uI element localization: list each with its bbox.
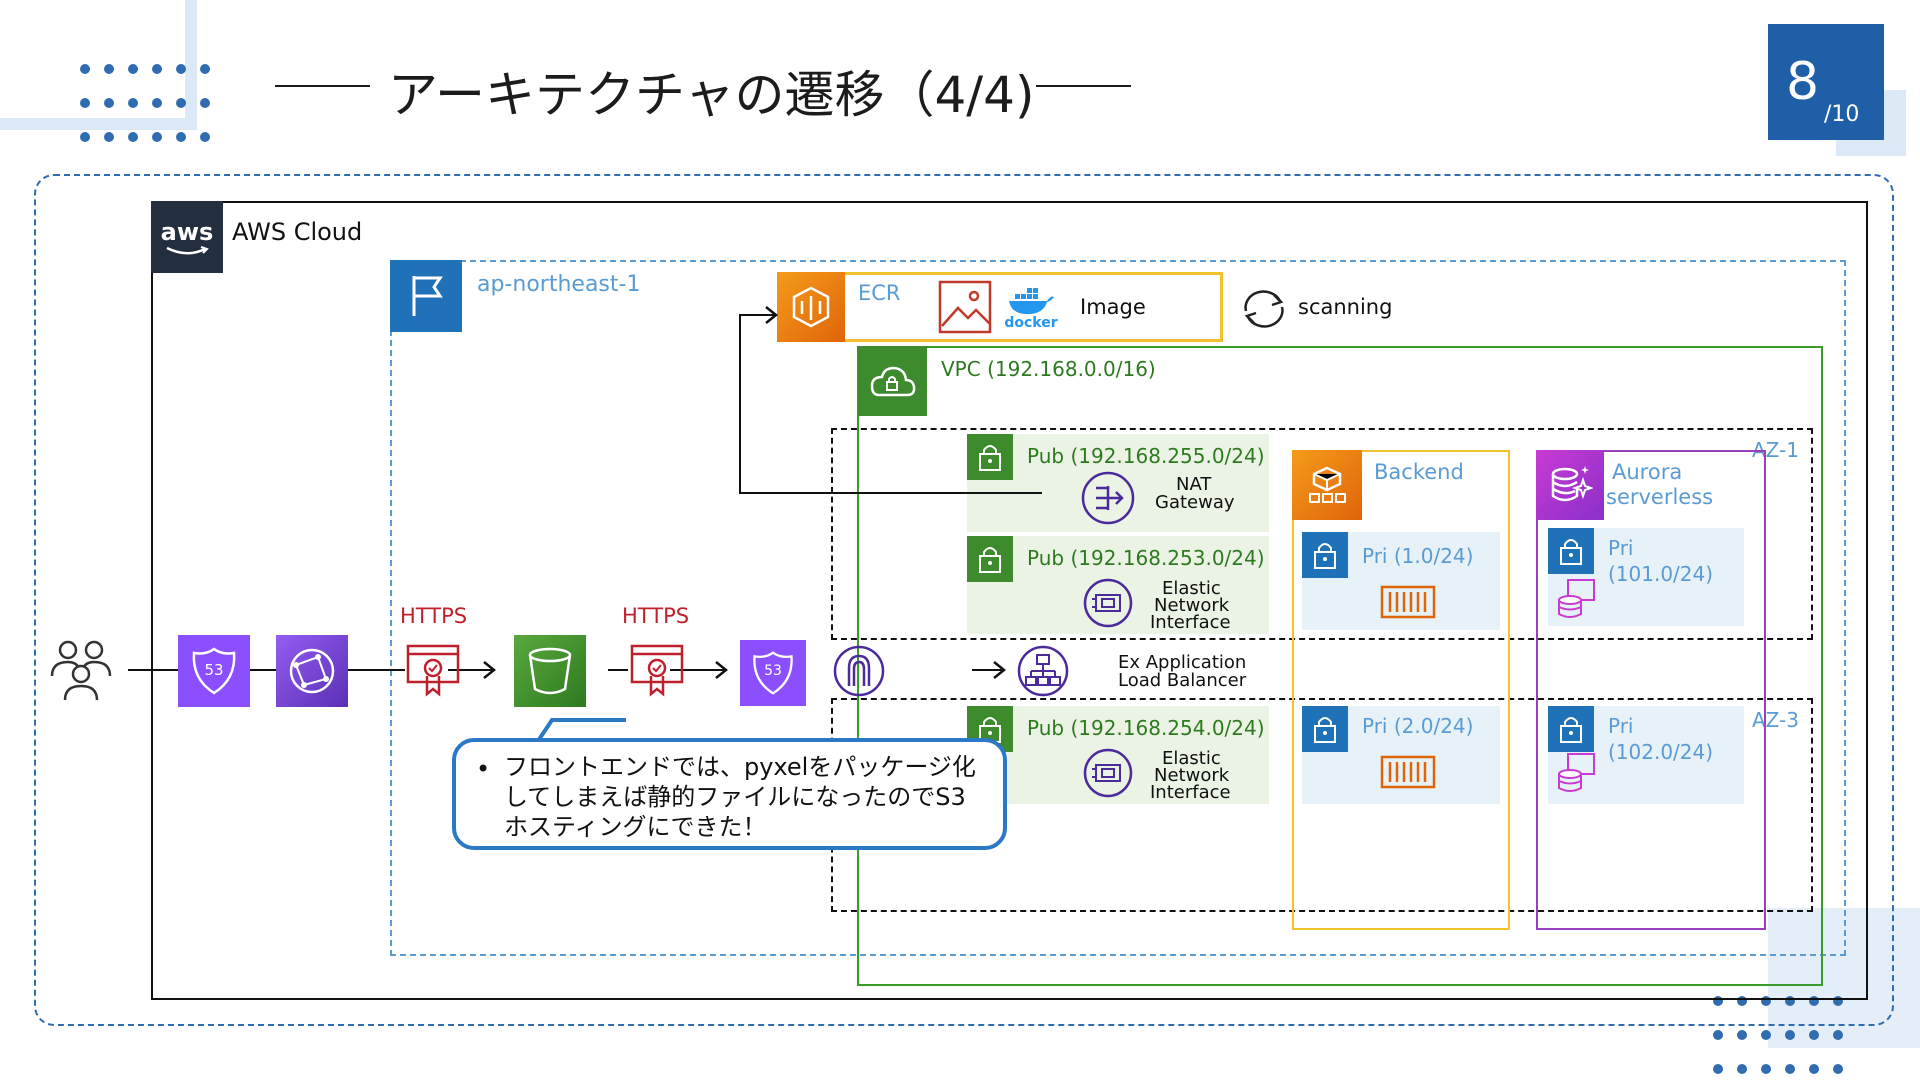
aurora-instance-icon-102 [1556,752,1596,794]
public-subnet-253 [967,536,1269,634]
vpc-cloud-lock-icon [857,346,927,416]
route53-icon-2: 53 [740,640,806,706]
docker-text: docker [1004,315,1058,331]
aurora-label-line1: Aurora [1612,460,1683,484]
subnet-lock-icon-pri2 [1302,706,1348,752]
vpc-boundary [857,346,1823,986]
container-icon-pri2 [1380,755,1436,789]
alb-label-line2: Load Balancer [1118,670,1247,691]
page-total: /10 [1824,102,1860,127]
pub254-label: Pub (192.168.254.0/24) [1027,716,1265,740]
eni-253-line2: Network [1154,595,1230,616]
az3-label: AZ-3 [1752,708,1799,732]
route53-1-text: 53 [204,661,224,679]
image-label: Image [1080,295,1146,319]
aws-cloud-boundary [151,201,1868,1000]
page-indicator: 8 /10 [1768,24,1884,140]
corner-deco-top-left-vertical [185,0,197,130]
eni-icon-254 [1082,747,1134,799]
aws-logo: aws [151,201,223,273]
callout-line-1: フロントエンドでは、pyxelをパッケージ化 [504,753,976,781]
dot-grid-bottom-right [1713,996,1843,1074]
corner-deco-top-left [0,118,195,130]
subnet-lock-icon-253 [967,536,1013,582]
https-label-2: HTTPS [622,604,690,628]
aurora-boundary [1536,450,1766,930]
subnet-lock-icon-255 [967,434,1013,480]
aws-cloud-label: AWS Cloud [232,218,363,246]
ecr-icon [777,272,845,342]
pri101-label-line2: (101.0/24) [1608,562,1714,586]
callout-bullet: • [476,755,491,783]
callout-line-3: ホスティングにできた！ [504,813,767,841]
load-balancer-icon [1016,644,1070,698]
dot-grid-top-left [80,64,210,142]
eni-254-line3: Interface [1150,782,1231,803]
pri1-label: Pri (1.0/24) [1362,544,1474,568]
eni-254-line1: Elastic [1162,748,1221,769]
route53-icon-1: 53 [178,635,250,707]
slide-title: アーキテクチャの遷移（4/4) [388,66,1035,124]
eni-253-line3: Interface [1150,612,1231,633]
region-label: ap-northeast-1 [477,272,641,297]
ecr-label: ECR [858,281,901,305]
nat-label-line2: Gateway [1155,492,1235,513]
public-subnet-255 [967,434,1269,532]
subnet-lock-icon-pri1 [1302,532,1348,578]
aurora-db-icon [1536,450,1604,520]
aws-smile-icon [166,246,209,255]
pub253-label: Pub (192.168.253.0/24) [1027,546,1265,570]
route53-2-text: 53 [764,663,782,679]
cloudfront-icon [276,635,348,707]
image-icon [938,280,992,334]
certificate-icon-1 [404,642,462,698]
page-number: 8 [1786,52,1820,112]
public-subnet-254 [967,706,1269,804]
title-line-right [1036,85,1131,87]
backend-ecs-icon [1292,450,1362,520]
scanning-cycle-icon [1238,287,1290,331]
internet-gateway-icon [832,644,886,698]
callout-note: • フロントエンドでは、pyxelをパッケージ化 してしまえば静的ファイルになっ… [452,738,1007,850]
pub255-label: Pub (192.168.255.0/24) [1027,444,1265,468]
pri102-label-line2: (102.0/24) [1608,740,1714,764]
region-boundary [390,260,1846,956]
scanning-label: scanning [1298,295,1393,319]
nat-label-line1: NAT [1176,474,1212,495]
pri101-label-line1: Pri [1608,536,1634,560]
certificate-icon-2 [628,642,686,698]
eni-254-line2: Network [1154,765,1230,786]
subnet-lock-icon-pri101 [1548,528,1594,574]
https-label-1: HTTPS [400,604,468,628]
aurora-label-line2: serverless [1606,485,1714,509]
pri102-label-line1: Pri [1608,714,1634,738]
eni-icon-253 [1082,577,1134,629]
alb-label-line1: Ex Application [1118,652,1247,673]
az1-boundary [831,428,1813,640]
callout-line-2: してしまえば静的ファイルになったのでS3 [504,783,966,811]
vpc-label: VPC (192.168.0.0/16) [941,357,1156,381]
outer-frame [34,174,1894,1026]
s3-bucket-icon [514,635,586,707]
region-flag-icon [390,260,462,332]
eni-253-line1: Elastic [1162,578,1221,599]
pri2-label: Pri (2.0/24) [1362,714,1474,738]
users-icon [48,636,114,702]
backend-boundary [1292,450,1510,930]
nat-gateway-icon [1080,470,1136,526]
aurora-instance-icon-101 [1556,578,1596,620]
container-icon-pri1 [1380,585,1436,619]
subnet-lock-icon-pri102 [1548,706,1594,752]
title-line-left [275,85,370,87]
backend-label: Backend [1374,460,1464,484]
aws-logo-text: aws [160,218,214,246]
docker-icon: docker [1002,282,1060,334]
